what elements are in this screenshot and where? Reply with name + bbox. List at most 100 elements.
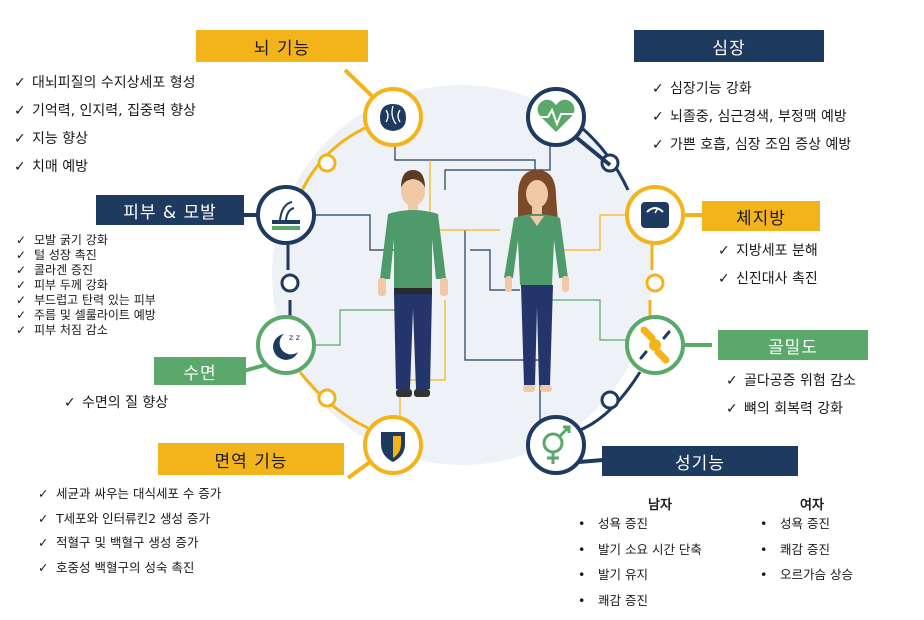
fat-benefit-list: ✓지방세포 분해 ✓신진대사 촉진 [718, 244, 818, 300]
connector-sexual [464, 230, 541, 430]
male-benefit-list: •성욕 증진 •발기 소요 시간 단축 •발기 유지 •쾌감 증진 [578, 516, 702, 620]
check-icon: ✓ [718, 271, 730, 287]
gender-icon [542, 425, 571, 464]
sexual-handle [578, 458, 604, 464]
bullet-icon: • [760, 567, 768, 582]
male-column-title: 남자 [648, 498, 672, 513]
check-icon: ✓ [652, 137, 664, 153]
check-icon: ✓ [14, 103, 26, 119]
bullet-icon: • [578, 567, 586, 582]
list-item: •발기 소요 시간 단축 [578, 541, 702, 557]
svg-text:z z: z z [289, 333, 300, 342]
heart-header: 심장 [634, 30, 824, 62]
bone-joint-icon [639, 326, 671, 364]
heart-benefit-list: ✓심장기능 강화 ✓뇌졸중, 심근경색, 부정맥 예방 ✓가쁜 호흡, 심장 조… [652, 82, 851, 166]
check-icon: ✓ [726, 401, 738, 417]
list-item: ✓심장기능 강화 [652, 81, 752, 97]
bullet-icon: • [578, 541, 586, 557]
check-icon: ✓ [16, 233, 27, 247]
brain-benefit-list: ✓대뇌피질의 수지상세포 형성 ✓기억력, 인지력, 집중력 향상 ✓지능 향상… [14, 76, 196, 188]
check-icon: ✓ [16, 248, 27, 262]
check-icon: ✓ [38, 535, 49, 550]
list-item: •성욕 증진 [760, 516, 830, 531]
ring-node-1 [317, 153, 337, 173]
check-icon: ✓ [14, 159, 26, 175]
moon-sleep-icon: z z [273, 333, 300, 360]
ring-arc-right-bottom [574, 371, 642, 434]
check-icon: ✓ [718, 243, 730, 259]
check-icon: ✓ [16, 263, 27, 277]
list-item: ✓가쁜 호흡, 심장 조임 증상 예방 [652, 137, 852, 153]
brain-icon [380, 104, 406, 131]
list-item: ✓수면의 질 향상 [64, 395, 169, 411]
connector-extra-1 [429, 160, 500, 231]
male-figure [378, 170, 448, 397]
sexual-header: 성기능 [602, 446, 798, 476]
icon-handles [238, 68, 712, 480]
brain-header: 뇌 기능 [196, 30, 368, 62]
list-item: •발기 유지 [578, 567, 648, 582]
check-icon: ✓ [726, 373, 738, 389]
list-item: ✓부드럽고 탄력 있는 피부 [16, 293, 156, 307]
list-item: ✓대뇌피질의 수지상세포 형성 [14, 75, 196, 91]
immune-header: 면역 기능 [158, 443, 344, 475]
list-item: ✓치매 예방 [14, 159, 88, 175]
brain-handle [343, 68, 374, 98]
bullet-icon: • [760, 541, 768, 557]
heart-handle [575, 136, 612, 167]
sleep-benefit-list: ✓수면의 질 향상 [64, 396, 168, 424]
list-item: ✓모발 굵기 강화 [16, 233, 108, 247]
bullet-icon: • [578, 516, 586, 531]
immune-handle [346, 460, 372, 480]
female-benefit-list: •성욕 증진 •쾌감 증진 •오르가슴 상승 [760, 516, 853, 595]
list-item: •쾌감 증진 [760, 541, 830, 557]
female-column-title: 여자 [800, 498, 824, 513]
connector-sleep [296, 309, 400, 346]
list-item: ✓뇌졸중, 심근경색, 부정맥 예방 [652, 109, 847, 125]
list-item: ✓털 성장 촉진 [16, 248, 97, 262]
ring-node-3 [317, 388, 337, 408]
skin-header: 피부 & 모발 [96, 195, 244, 225]
check-icon: ✓ [16, 308, 27, 322]
list-item: ✓기억력, 인지력, 집중력 향상 [14, 103, 196, 119]
check-icon: ✓ [38, 486, 49, 501]
list-item: •쾌감 증진 [578, 592, 648, 608]
list-item: ✓콜라겐 증진 [16, 263, 94, 277]
list-item: ✓지방세포 분해 [718, 243, 818, 259]
list-item: ✓적혈구 및 백혈구 생성 증가 [38, 535, 199, 550]
background-circle [272, 85, 652, 465]
shield-icon [381, 432, 405, 462]
skin-benefit-list: ✓모발 굵기 강화 ✓털 성장 촉진 ✓콜라겐 증진 ✓피부 두께 강화 ✓부드… [16, 234, 156, 339]
ring-node-2 [280, 273, 300, 293]
check-icon: ✓ [38, 559, 49, 575]
list-item: ✓피부 처짐 감소 [16, 323, 108, 337]
list-item: ✓신진대사 촉진 [718, 271, 818, 287]
connector-fat [560, 214, 628, 251]
check-icon: ✓ [652, 109, 664, 125]
bone-benefit-list: ✓골다공증 위험 감소 ✓뼈의 회복력 강화 [726, 374, 856, 430]
check-icon: ✓ [16, 278, 27, 292]
immune-benefit-list: ✓세균과 싸우는 대식세포 수 증가 ✓T세포와 인터류킨2 생성 증가 ✓적혈… [38, 486, 221, 586]
skin-hair-icon [272, 201, 300, 230]
female-figure [504, 170, 569, 392]
check-icon: ✓ [16, 293, 27, 307]
connector-heart [444, 128, 551, 190]
heart-pulse-icon [537, 99, 575, 132]
ring-node-6 [600, 390, 620, 410]
bone-header: 골밀도 [718, 330, 868, 360]
sleep-icon-circle [256, 315, 316, 375]
connector-extra-2 [470, 249, 520, 291]
list-item: ✓주름 및 셀룰라이트 예방 [16, 308, 156, 322]
list-item: ✓피부 두께 강화 [16, 278, 108, 292]
check-icon: ✓ [652, 81, 664, 97]
bullet-icon: • [760, 516, 768, 531]
list-item: •성욕 증진 [578, 516, 648, 531]
scale-icon [641, 202, 669, 228]
check-icon: ✓ [64, 395, 76, 411]
list-item: ✓호중성 백혈구의 성숙 촉진 [38, 559, 195, 575]
list-item: •오르가슴 상승 [760, 567, 853, 582]
gender-icon-circle [526, 415, 586, 475]
sleep-header: 수면 [154, 357, 246, 385]
ring-node-5 [645, 273, 665, 293]
